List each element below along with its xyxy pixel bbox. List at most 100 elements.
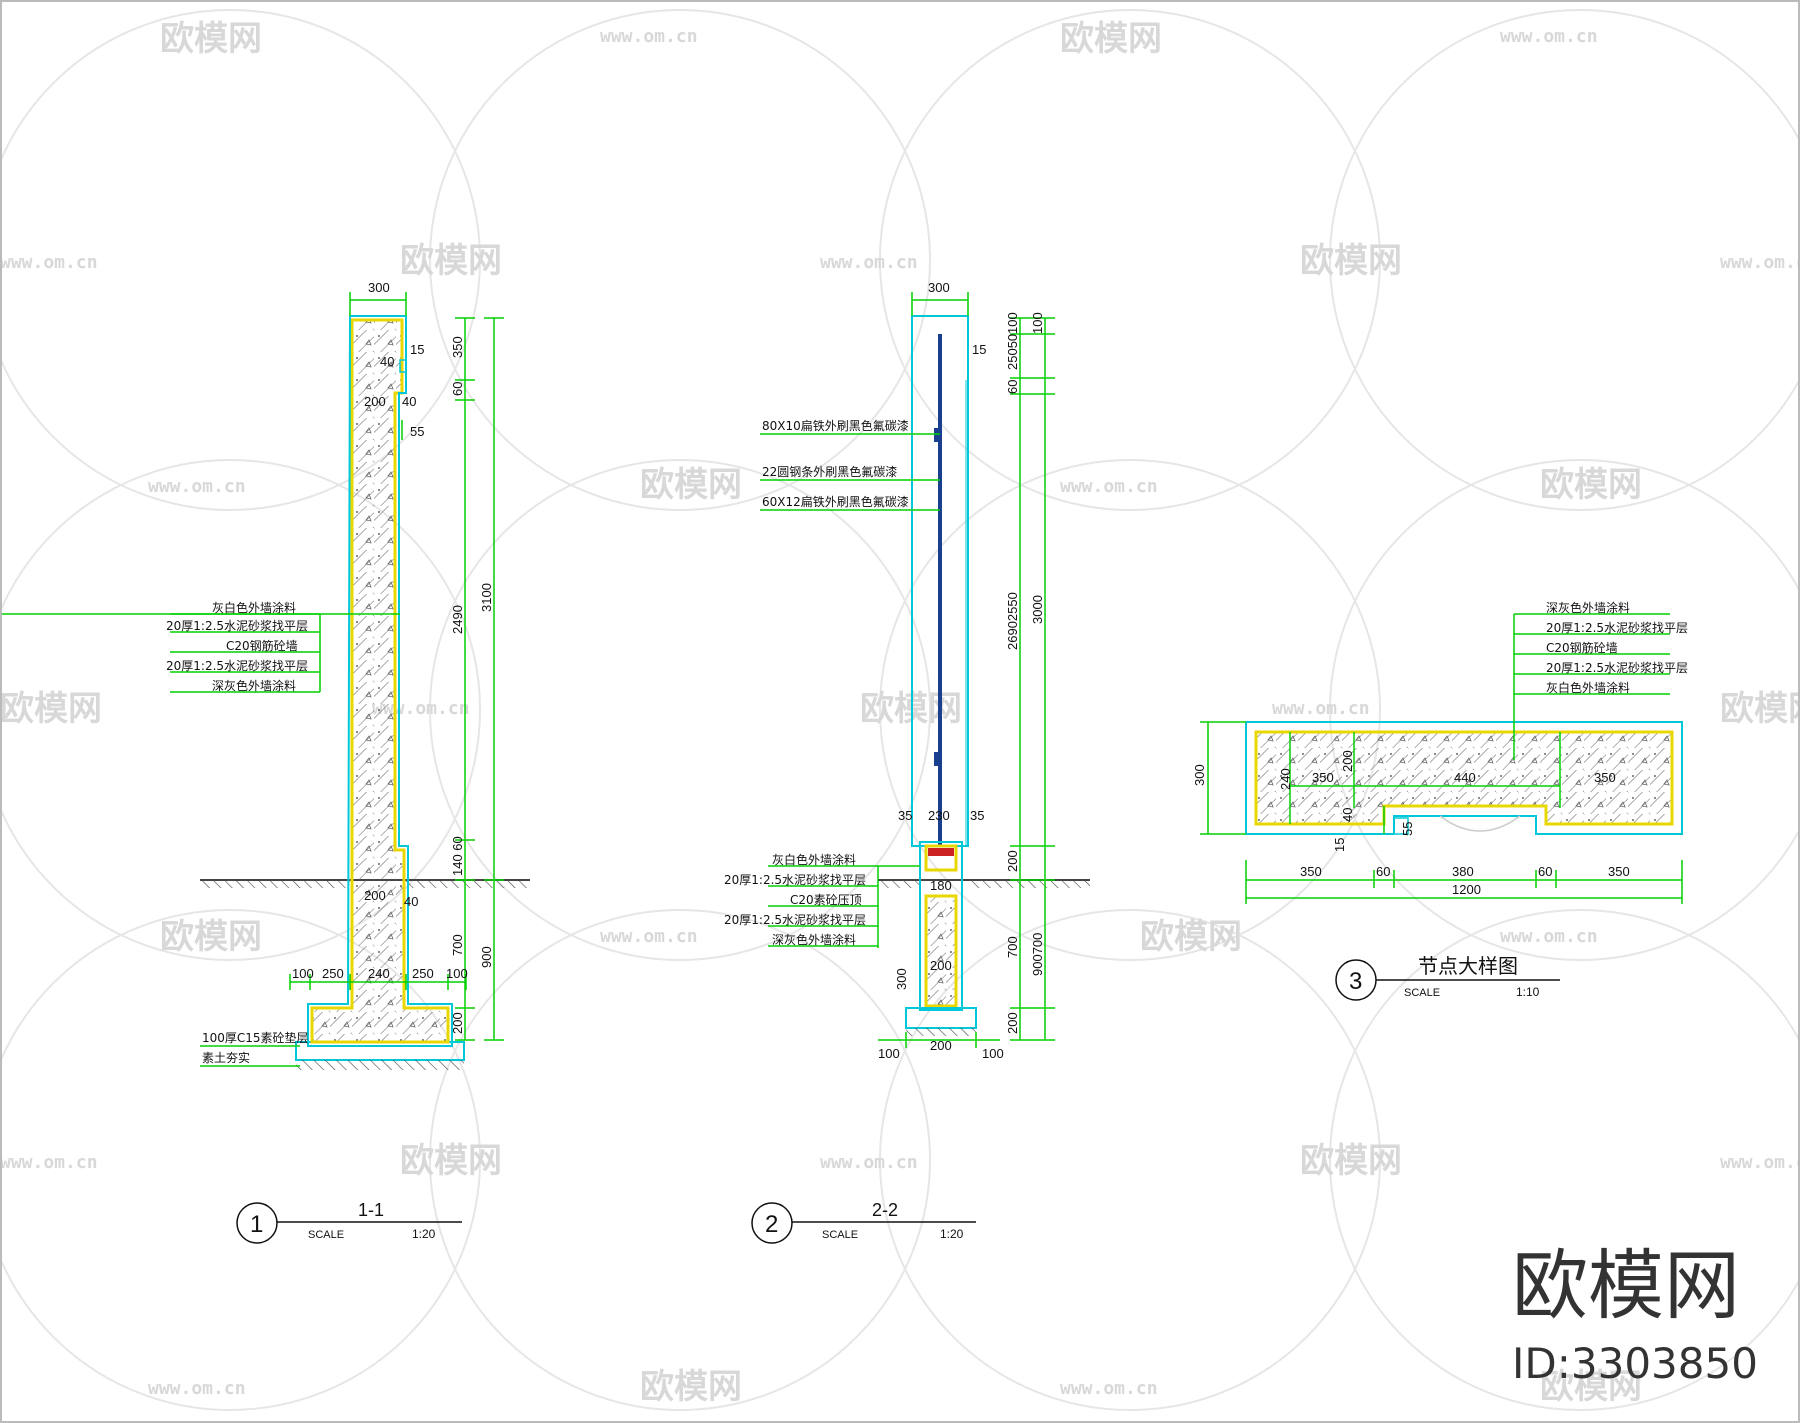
callout-label: 80X10扁铁外刷黑色氟碳漆	[762, 419, 909, 433]
callout-label: 60X12扁铁外刷黑色氟碳漆	[762, 495, 909, 509]
wm-url: www.om.cn	[820, 1152, 918, 1173]
wall-body	[310, 318, 450, 1044]
dim-text: 300	[368, 280, 390, 295]
dim-text: 240	[1278, 768, 1293, 790]
wm-brand: 欧模网	[640, 1367, 742, 1407]
dim-text: 1200	[1452, 882, 1481, 897]
dim-text: 100	[292, 966, 314, 981]
dim-text: 40	[404, 894, 418, 909]
bar-60x12	[934, 752, 939, 766]
layer-leader	[1513, 613, 1670, 760]
inner-dims	[1289, 732, 1561, 834]
scale-value: 1:20	[412, 1227, 436, 1241]
dim-text: 3100	[479, 583, 494, 612]
dim-text: 26902550	[1005, 592, 1020, 650]
brand-id: ID:3303850	[1512, 1339, 1758, 1388]
dim-text: 15	[1332, 838, 1347, 852]
dim-text: 40	[380, 354, 394, 369]
dim-text: 200	[450, 1012, 465, 1034]
layer-label: 灰白色外墙涂料	[1546, 680, 1630, 695]
dim-text: 250	[412, 966, 434, 981]
scale-label: SCALE	[822, 1229, 858, 1241]
layer-label: C20钢筋砼墙	[1546, 640, 1618, 655]
coping-embed	[928, 848, 954, 856]
wm-brand: 欧模网	[1720, 689, 1800, 729]
dim-vertical-chain	[1010, 317, 1055, 1041]
ground-hatch	[878, 880, 920, 888]
dim-text: 700	[450, 934, 465, 956]
dim-text: 200	[1005, 1012, 1020, 1034]
layer-label: 深灰色外墙涂料	[212, 678, 296, 693]
dim-text: 60	[450, 382, 465, 396]
wm-url: www.om.cn	[1720, 1152, 1800, 1173]
dim-top	[911, 292, 969, 316]
layer-label: 灰白色外墙涂料	[212, 600, 296, 615]
layer-label: C20素砼压顶	[790, 893, 862, 907]
wall-outline	[919, 841, 963, 1011]
dim-vertical-chain	[455, 317, 504, 1041]
layer-label: 20厚1:2.5水泥砂浆找平层	[724, 912, 866, 927]
wm-brand: 欧模网	[160, 917, 262, 957]
compacted-soil	[296, 1060, 464, 1070]
wall-body	[924, 894, 958, 1008]
dim-text: 200	[930, 958, 952, 973]
dim-text: 100	[982, 1046, 1004, 1061]
wm-brand: 欧模网	[1300, 241, 1402, 281]
wm-brand: 欧模网	[1540, 1367, 1642, 1407]
footing-soil	[906, 1028, 976, 1036]
dim-text: 200	[930, 1038, 952, 1053]
layer-label: 20厚1:2.5水泥砂浆找平层	[724, 872, 866, 887]
watermark-arcs	[0, 9, 1800, 1411]
wm-url: www.om.cn	[1060, 476, 1158, 497]
dim-text: 15	[972, 342, 986, 357]
wm-url: www.om.cn	[148, 1378, 246, 1399]
wm-url: www.om.cn	[1272, 698, 1370, 719]
wm-brand: 欧模网	[160, 19, 262, 59]
wm-url: www.om.cn	[1060, 1378, 1158, 1399]
callout-leaders	[760, 433, 940, 511]
dim-text: 900700	[1030, 933, 1045, 976]
dim-text: 35	[898, 808, 912, 823]
dim-text: 55	[1400, 822, 1415, 836]
post-socket	[1393, 817, 1409, 835]
dim-text: 350	[450, 336, 465, 358]
dim-text: 200	[364, 394, 386, 409]
dim-text: 350	[1300, 864, 1322, 879]
dim-text: 60	[1376, 864, 1390, 879]
detail-number: 1	[250, 1211, 263, 1238]
layer-label: 深灰色外墙涂料	[1546, 600, 1630, 615]
dim-text: 300	[894, 968, 909, 990]
scale-label: SCALE	[308, 1229, 344, 1241]
drip-notch	[399, 359, 407, 373]
coping-block	[924, 844, 958, 872]
layer-label: 20厚1:2.5水泥砂浆找平层	[1546, 620, 1688, 635]
detail-title: 2-2	[872, 1200, 898, 1220]
watermark-texts: 欧模网 www.om.cn 欧模网 www.om.cn www.om.cn 欧模…	[0, 19, 1800, 1407]
wall-outline	[307, 315, 453, 1047]
layer-label: 20厚1:2.5水泥砂浆找平层	[166, 618, 308, 633]
wm-brand: 欧模网	[1140, 917, 1242, 957]
dim-text: 900	[479, 946, 494, 968]
plan-outline	[1245, 721, 1683, 835]
dim-text: 2490	[450, 605, 465, 634]
dim-text: 440	[1454, 770, 1476, 785]
dim-height	[1200, 721, 1246, 835]
post-arc	[1439, 815, 1521, 832]
detail-1-section: 300 15 40 200 40 55 350 60 2490 140 60 7…	[0, 280, 530, 1244]
dim-text: 200	[1005, 850, 1020, 872]
wm-url: www.om.cn	[1500, 926, 1598, 947]
dim-text: 380	[1452, 864, 1474, 879]
detail-number-circle	[751, 1202, 793, 1244]
dim-text: 140 60	[450, 836, 465, 876]
dim-bottom-chain	[878, 1032, 1000, 1048]
wm-url: www.om.cn	[1720, 252, 1800, 273]
dim-text: 35	[970, 808, 984, 823]
wm-url: www.om.cn	[0, 1152, 98, 1173]
dim-text: 25050	[1005, 334, 1020, 370]
bar-80x10	[934, 428, 939, 442]
detail-3-plan: 240 350 200 440 350 40 55 15 300 350 60 …	[1192, 600, 1688, 1001]
dim-text: 100	[1030, 312, 1045, 334]
dim-text: 40	[1340, 808, 1355, 822]
wm-url: www.om.cn	[600, 26, 698, 47]
